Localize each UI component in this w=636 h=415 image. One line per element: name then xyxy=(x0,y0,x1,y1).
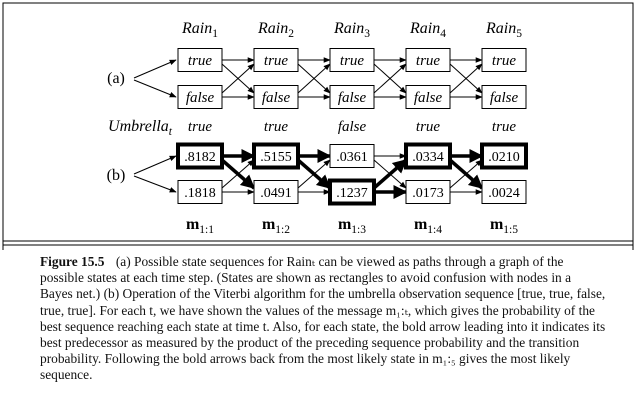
message-label-3: m1:3 xyxy=(338,216,366,236)
column-header-rain-3: Rain3 xyxy=(333,20,370,40)
message-label-2: m1:2 xyxy=(262,216,290,236)
transition-arrow-a xyxy=(449,63,483,94)
message-box-true-2 xyxy=(252,142,300,170)
message-value-true-1: .8182 xyxy=(184,150,216,165)
state-box-true-a xyxy=(481,48,527,72)
viterbi-arrow-false-true xyxy=(297,159,331,189)
message-value-false-1: .1818 xyxy=(184,186,216,201)
viterbi-arrow-false-true xyxy=(221,159,255,189)
column-header-rain-5: Rain5 xyxy=(485,20,522,40)
message-label-5: m1:5 xyxy=(490,216,518,236)
observation-label-1: true xyxy=(188,119,213,135)
figure-label: Figure 15.5 xyxy=(40,254,105,269)
state-label-true-a: true xyxy=(188,53,213,69)
state-label-true-a: true xyxy=(340,53,365,69)
message-box-false-3 xyxy=(328,178,376,206)
message-box-false-1 xyxy=(177,180,223,204)
state-label-true-a: true xyxy=(416,53,441,69)
message-box-false-5 xyxy=(481,180,527,204)
message-value-false-2: .0491 xyxy=(260,186,292,201)
message-box-true-1 xyxy=(176,142,224,170)
transition-arrow-a xyxy=(221,63,255,94)
message-value-false-5: .0024 xyxy=(488,186,520,201)
observation-label-5: true xyxy=(492,119,517,135)
caption-text: (a) Possible state sequences for Rainₜ c… xyxy=(40,254,606,383)
observation-label-3: false xyxy=(338,119,367,135)
message-label-4: m1:4 xyxy=(414,216,442,236)
message-value-false-3: .1237 xyxy=(336,186,368,201)
message-box-false-2 xyxy=(253,180,299,204)
state-box-false-a xyxy=(481,85,527,109)
viterbi-arrow-false-true xyxy=(372,158,408,190)
row-label-b: (b) xyxy=(107,167,126,184)
message-value-true-2: .5155 xyxy=(260,150,292,165)
state-label-false-a: false xyxy=(186,90,215,106)
state-label-true-a: true xyxy=(264,53,289,69)
transition-arrow-a xyxy=(297,63,331,94)
viterbi-arrow-false-true xyxy=(449,159,483,189)
viterbi-diagram: Rain1 Rain2 Rain3 Rain4 Rain5 (a) (b) true false… xyxy=(2,2,634,250)
figure-frame xyxy=(2,2,634,250)
message-box-false-4 xyxy=(405,180,451,204)
message-value-true-5: .0210 xyxy=(488,150,520,165)
observation-label-4: true xyxy=(416,119,441,135)
start-arrow-true-b xyxy=(133,155,177,175)
start-arrow-false-a xyxy=(133,79,177,98)
message-box-true-3 xyxy=(329,144,375,168)
state-label-true-a: true xyxy=(492,53,517,69)
row-label-a: (a) xyxy=(107,70,125,87)
message-value-false-4: .0173 xyxy=(412,186,444,201)
column-header-rain-2: Rain2 xyxy=(257,20,294,40)
start-arrow-false-b xyxy=(133,175,177,193)
state-label-false-a: false xyxy=(414,90,443,106)
state-label-false-a: false xyxy=(490,90,519,106)
message-box-true-4 xyxy=(404,142,452,170)
column-header-rain-1: Rain1 xyxy=(181,20,218,40)
message-value-true-4: .0334 xyxy=(412,150,444,165)
message-box-true-5 xyxy=(480,142,528,170)
observation-label-2: true xyxy=(264,119,289,135)
message-label-1: m1:1 xyxy=(186,216,214,236)
message-value-true-3: .0361 xyxy=(336,150,368,165)
transition-arrow-a xyxy=(373,63,407,94)
figure-caption: Figure 15.5 (a) Possible state sequences… xyxy=(40,254,606,384)
umbrella-label: Umbrellat xyxy=(108,118,173,138)
column-header-rain-4: Rain4 xyxy=(409,20,446,40)
state-label-false-a: false xyxy=(262,90,291,106)
start-arrow-true-a xyxy=(133,59,177,79)
state-label-false-a: false xyxy=(338,90,367,106)
